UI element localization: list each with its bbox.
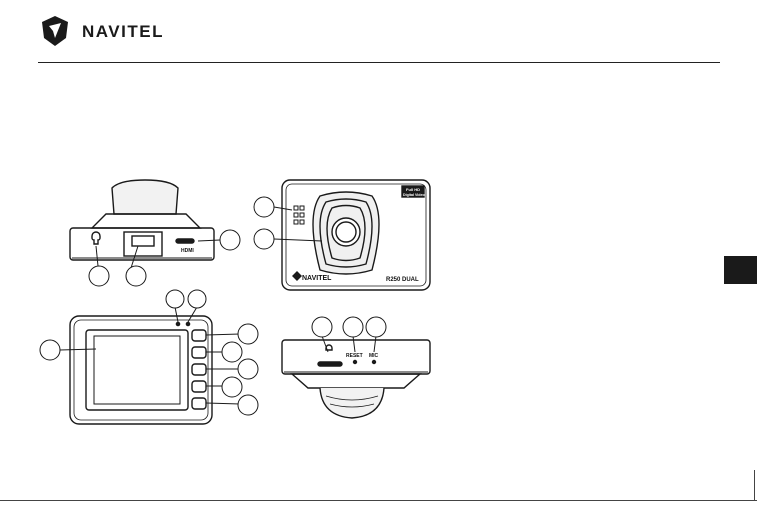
callout-circle	[222, 377, 242, 397]
callout-circle	[238, 359, 258, 379]
badge-line-2: Digital Video	[403, 193, 426, 197]
callout-circle	[40, 340, 60, 360]
footer-divider	[0, 500, 757, 501]
callout-circle	[238, 324, 258, 344]
callout-circle	[238, 395, 258, 415]
badge-line-1: Full HD	[406, 187, 420, 192]
callout-circle	[220, 230, 240, 250]
hdmi-port-label: HDMI	[181, 248, 194, 254]
page-edge	[754, 470, 755, 500]
front-brand-label: NAVITEL	[302, 275, 332, 282]
callout-circle	[166, 290, 184, 308]
callout-circle	[366, 317, 386, 337]
chapter-tab	[724, 256, 757, 284]
callout-circle	[312, 317, 332, 337]
callout-circle	[254, 197, 274, 217]
callout-circle	[343, 317, 363, 337]
callout-circle	[126, 266, 146, 286]
model-label: R250 DUAL	[386, 277, 419, 283]
bottom-view	[282, 336, 430, 418]
callout-circle	[254, 229, 274, 249]
button-column	[192, 330, 206, 409]
back-view	[60, 307, 240, 424]
reset-label: RESET	[346, 353, 363, 359]
speaker-grille	[294, 206, 304, 224]
top-view	[70, 180, 220, 268]
callout-circle	[89, 266, 109, 286]
mic-label: MIC	[369, 353, 379, 359]
callout-circle	[222, 342, 242, 362]
callout-circle	[188, 290, 206, 308]
